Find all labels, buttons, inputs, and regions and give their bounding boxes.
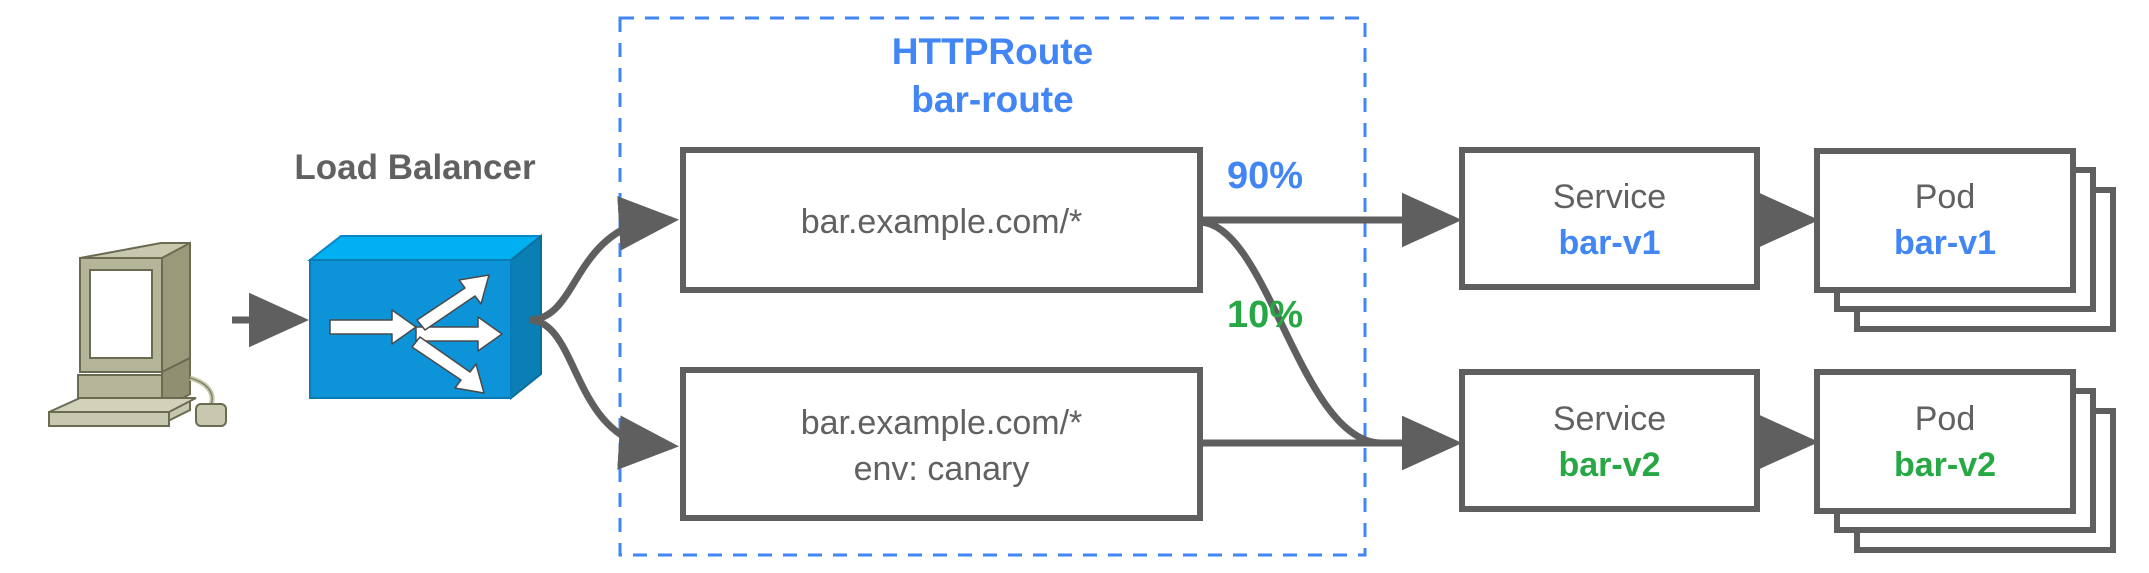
arrow-loadbalancer-to-route-primary (529, 196, 679, 324)
pod-stack-bar-v2[interactable] (1814, 369, 2116, 553)
route-primary-match-label: bar.example.com/* (800, 203, 1083, 241)
route-canary-header-label: env: canary (853, 450, 1030, 488)
load-balancer-label: Load Balancer (294, 148, 536, 187)
network-switch-icon (307, 233, 542, 401)
service-v1-kind-label: Service (1552, 178, 1667, 216)
httproute-dashed-container (618, 16, 1367, 557)
route-box-primary[interactable] (680, 147, 1203, 293)
desktop-computer-icon (48, 241, 227, 427)
arrow-route-to-service-v2-10 (1199, 218, 1463, 471)
route-box-canary[interactable] (680, 367, 1203, 521)
arrow-loadbalancer-to-route-canary (529, 316, 679, 470)
service-v2-name-label: bar-v2 (1558, 446, 1661, 484)
service-v1-name-label: bar-v1 (1558, 224, 1661, 262)
pod-v1-kind-label: Pod (1914, 178, 1976, 216)
service-v2-kind-label: Service (1552, 400, 1667, 438)
httproute-title-kind: HTTPRoute (891, 31, 1094, 72)
pod-v2-kind-label: Pod (1914, 400, 1976, 438)
httproute-title-name: bar-route (911, 79, 1074, 120)
service-box-bar-v2[interactable] (1459, 369, 1760, 512)
pod-v1-name-label: bar-v1 (1893, 224, 1997, 262)
weight-label-90: 90% (1226, 155, 1304, 197)
pod-v2-name-label: bar-v2 (1893, 446, 1997, 484)
service-box-bar-v1[interactable] (1459, 147, 1760, 290)
weight-label-10: 10% (1226, 294, 1304, 336)
route-canary-match-label: bar.example.com/* (800, 404, 1083, 442)
pod-stack-bar-v1[interactable] (1814, 148, 2116, 332)
